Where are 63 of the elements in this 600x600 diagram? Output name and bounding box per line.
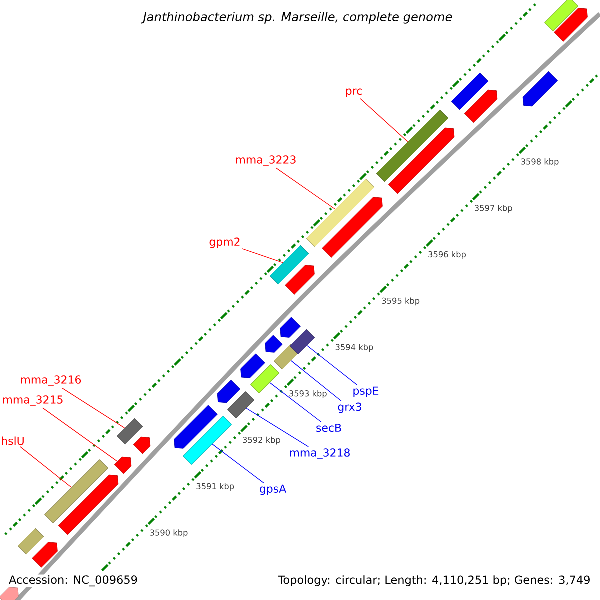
gene-feature xyxy=(18,528,44,555)
scale-label: 3591 kbp xyxy=(196,483,234,492)
gene-feature xyxy=(285,265,315,295)
scale-label: 3598 kbp xyxy=(521,158,559,166)
gene-feature xyxy=(183,416,232,465)
leader-line xyxy=(276,168,336,210)
gene-feature xyxy=(306,178,375,248)
gene-label: gpm2 xyxy=(210,238,240,248)
leader-line xyxy=(270,382,322,423)
gene-label: grx3 xyxy=(338,402,362,414)
accession-text: Accession: NC_009659 xyxy=(8,574,139,588)
gene-feature xyxy=(274,344,300,370)
gene-label: secB xyxy=(316,424,342,432)
gene-feature xyxy=(270,245,310,285)
gene-feature xyxy=(44,460,108,524)
gene-feature xyxy=(544,0,579,32)
gene-feature xyxy=(217,380,241,404)
gene-feature xyxy=(228,392,254,418)
scale-label: 3595 kbp xyxy=(382,298,420,306)
gene-feature xyxy=(240,354,266,378)
leader-line xyxy=(42,408,118,462)
scale-label: 3590 kbp xyxy=(150,530,188,538)
gene-feature xyxy=(522,71,558,107)
gene-label: mma_3216 xyxy=(21,376,82,386)
gene-feature xyxy=(265,335,283,353)
gene-feature xyxy=(0,587,19,600)
leader-line xyxy=(291,360,342,402)
scale-label: 3594 kbp xyxy=(336,344,374,352)
gene-feature xyxy=(554,8,588,42)
gene-feature xyxy=(451,72,489,110)
scale-label: 3596 kbp xyxy=(428,251,466,260)
leader-line xyxy=(360,98,408,142)
gene-feature xyxy=(32,542,58,568)
scale-label: 3593 kbp xyxy=(290,390,327,398)
gene-feature xyxy=(290,329,316,355)
scale-label: 3597 kbp xyxy=(475,204,512,213)
gene-label: gpsA xyxy=(260,484,286,496)
gene-label: mma_3218 xyxy=(290,448,350,460)
gene-feature xyxy=(250,364,280,394)
gene-feature xyxy=(388,128,455,194)
leader-line xyxy=(20,446,72,488)
gene-label: mma_3223 xyxy=(236,156,296,166)
gene-feature xyxy=(116,418,144,445)
genome-summary: Topology: circular; Length: 4,110,251 bp; Genes: 3,749 xyxy=(278,576,590,586)
gene-feature xyxy=(58,474,119,536)
gene-label: pspE xyxy=(354,386,379,398)
leader-line xyxy=(307,346,358,386)
gene-feature xyxy=(376,110,449,182)
gene-feature xyxy=(114,456,132,474)
title: Janthinobacterium sp. Marseille, complete genome xyxy=(141,12,452,24)
leader-line xyxy=(212,444,264,484)
gene-label: prc xyxy=(346,88,362,98)
gene-feature xyxy=(174,405,218,449)
gene-label: mma_3215 xyxy=(3,396,63,406)
gene-feature xyxy=(133,436,151,454)
gene-label: hslU xyxy=(2,436,24,446)
gene-feature xyxy=(464,90,498,124)
leader-line xyxy=(246,408,309,448)
leader-line xyxy=(62,388,125,428)
scale-label: 3592 kbp xyxy=(243,436,280,445)
leader-line xyxy=(242,248,284,264)
gene-feature xyxy=(280,317,301,338)
gene-feature xyxy=(322,197,383,258)
